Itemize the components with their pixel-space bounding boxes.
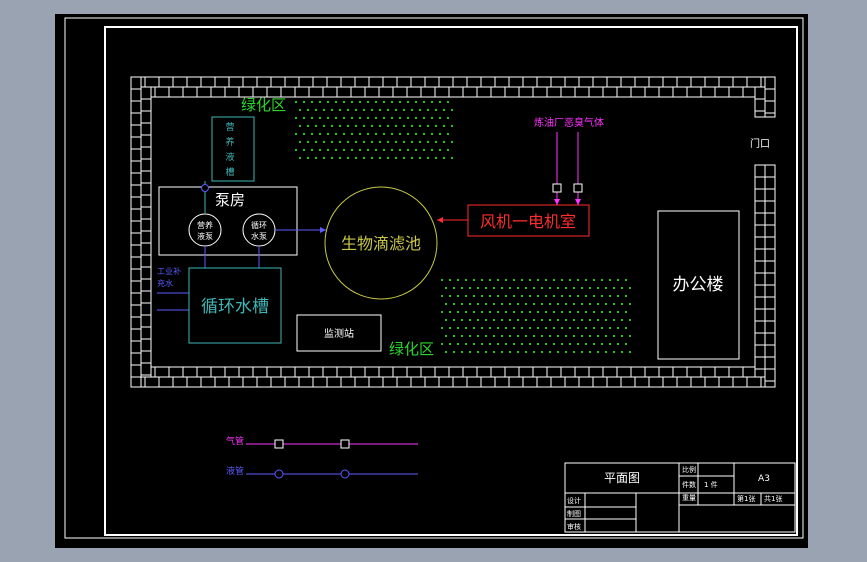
gate-label: 门口 bbox=[750, 137, 770, 150]
title-weight-label: 重量 bbox=[682, 494, 696, 502]
drawing-background bbox=[55, 14, 808, 548]
odor-gas-label: 炼油厂恶臭气体 bbox=[534, 116, 604, 129]
wall-top-inner bbox=[140, 86, 766, 98]
gas-valve-2 bbox=[573, 183, 583, 193]
nutrient-tank-label-4: 槽 bbox=[225, 166, 234, 178]
wall-right-lower-inner bbox=[754, 164, 766, 378]
wall-bottom-outer bbox=[130, 376, 776, 388]
nutrient-tank-label-3: 液 bbox=[225, 151, 234, 163]
title-count-label: 件数 bbox=[682, 480, 696, 489]
nutrient-tank-label-2: 养 bbox=[225, 136, 234, 148]
office-building bbox=[657, 210, 740, 360]
nutrient-tank bbox=[211, 116, 255, 182]
legend-gas-valve-2 bbox=[340, 439, 350, 449]
title-drawing-name: 平面图 bbox=[604, 471, 640, 485]
legend-gas-label: 气管 bbox=[226, 435, 244, 447]
nutrient-pump-label-2: 液泵 bbox=[197, 231, 213, 241]
industrial-water-label-1: 工业补 bbox=[157, 266, 181, 276]
gas-valve-1 bbox=[552, 183, 562, 193]
title-review-label: 审核 bbox=[567, 522, 581, 531]
gas-arrow-2 bbox=[575, 199, 581, 205]
site-wall bbox=[130, 76, 776, 388]
green-zone-bottom bbox=[440, 278, 632, 354]
pump-to-biofilter-arrow bbox=[320, 227, 326, 233]
circulation-pump-label-2: 水泵 bbox=[251, 231, 267, 241]
wall-right-upper-inner bbox=[754, 86, 766, 118]
legend-liquid-valve-1 bbox=[274, 469, 284, 479]
monitoring-station-label: 监测站 bbox=[324, 327, 354, 340]
circulation-tank-label: 循环水槽 bbox=[201, 297, 269, 317]
green-zone-top-label: 绿化区 bbox=[241, 96, 286, 114]
legend-gas-valve-1 bbox=[274, 439, 284, 449]
title-sheet-size: A3 bbox=[758, 474, 770, 484]
green-zone-top bbox=[294, 100, 454, 160]
outer-frame bbox=[64, 17, 804, 539]
fan-to-biofilter-arrow bbox=[437, 217, 443, 223]
wall-right-lower-outer bbox=[764, 164, 776, 388]
wall-left-outer bbox=[130, 76, 142, 388]
legend-liquid-label: 液管 bbox=[226, 465, 244, 477]
nutrient-pump-label-1: 营养 bbox=[197, 220, 213, 230]
inner-frame bbox=[104, 26, 798, 536]
title-total-label: 共1张 bbox=[764, 494, 782, 503]
wall-right-upper-outer bbox=[764, 76, 776, 118]
wall-bottom-inner bbox=[140, 366, 766, 378]
title-scale-label: 比例 bbox=[682, 465, 696, 474]
circulation-pump-label-1: 循环 bbox=[251, 220, 267, 230]
nutrient-tank-label-1: 营 bbox=[225, 121, 234, 133]
industrial-water-label-2: 充水 bbox=[157, 278, 173, 288]
wall-top-outer bbox=[130, 76, 776, 88]
pump-room-label: 泵房 bbox=[215, 191, 245, 209]
title-drafting-label: 制图 bbox=[567, 509, 581, 518]
pump-room bbox=[158, 186, 298, 256]
biofilter bbox=[324, 186, 438, 300]
wall-left-inner bbox=[140, 86, 152, 378]
green-zone-bottom-label: 绿化区 bbox=[389, 340, 434, 358]
biofilter-label: 生物滴滤池 bbox=[341, 234, 421, 253]
circulation-tank bbox=[188, 267, 282, 344]
monitoring-station bbox=[296, 314, 382, 352]
title-design-label: 设计 bbox=[567, 496, 581, 505]
title-block bbox=[564, 462, 796, 533]
legend-liquid-valve-2 bbox=[340, 469, 350, 479]
tank-valve bbox=[201, 184, 209, 192]
gas-arrow-1 bbox=[554, 199, 560, 205]
nutrient-pump bbox=[188, 213, 222, 247]
fan-motor-room bbox=[467, 204, 590, 237]
circulation-pump bbox=[242, 213, 276, 247]
office-building-label: 办公楼 bbox=[673, 275, 724, 295]
fan-motor-room-label: 风机一电机室 bbox=[480, 212, 576, 231]
title-count-value: 1 件 bbox=[704, 480, 718, 489]
title-sheet-label: 第1张 bbox=[737, 494, 755, 503]
